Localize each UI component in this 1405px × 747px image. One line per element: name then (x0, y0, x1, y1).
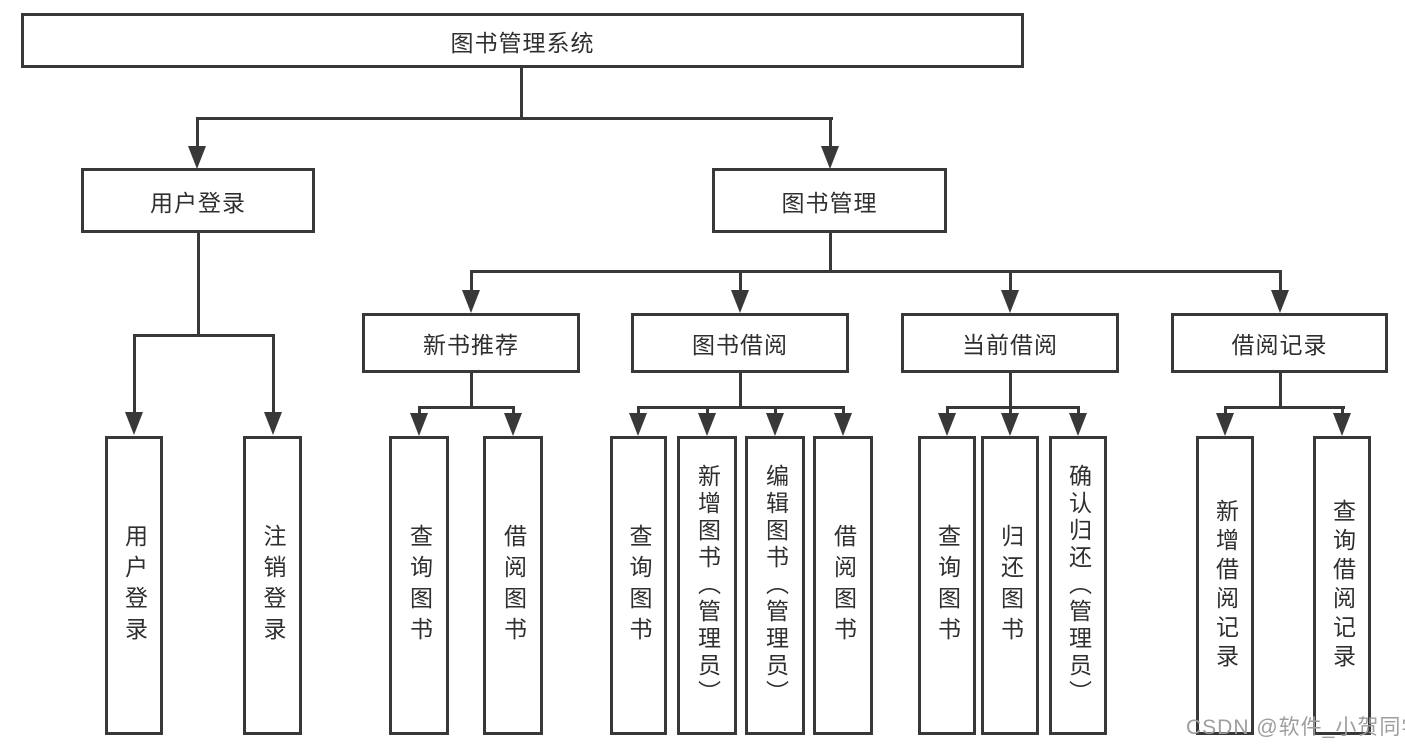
arrow-down-icon (462, 290, 480, 313)
connector-root-stem (520, 68, 523, 120)
connector-book-mgmt-stem (829, 231, 832, 273)
arrow-down-icon (1216, 413, 1234, 436)
connector-nbr-stem (470, 371, 473, 409)
leaf-cb-return-book: 归还图书 (981, 436, 1039, 735)
connector-bb-bar (637, 406, 845, 409)
leaf-br-query-record: 查询借阅记录 (1313, 436, 1371, 735)
arrow-down-icon (766, 413, 784, 436)
node-book-borrow: 图书借阅 (631, 313, 849, 373)
connector-nbr-bar (418, 406, 515, 409)
arrow-down-icon (504, 413, 522, 436)
connector-drop-user-login (196, 117, 199, 149)
leaf-bb-edit-book-admin: 编辑图书（管理员） (745, 436, 805, 735)
connector-level3-bar (470, 270, 1282, 273)
connector-drop-nbr-query (418, 406, 421, 416)
node-user-login: 用户登录 (81, 168, 315, 233)
connector-drop-bb-query (637, 406, 640, 416)
leaf-nbr-query-book: 查询图书 (389, 436, 449, 735)
connector-user-login-stem (197, 231, 200, 336)
node-borrow-record: 借阅记录 (1171, 313, 1388, 373)
connector-drop-bb-add (706, 406, 709, 416)
arrow-down-icon (1333, 413, 1351, 436)
connector-drop-current-borrow (1009, 270, 1012, 292)
arrow-down-icon (834, 413, 852, 436)
connector-drop-nbr-borrow (512, 406, 515, 416)
connector-br-bar (1224, 406, 1345, 409)
connector-drop-cb-query (946, 406, 949, 416)
leaf-cb-query-book: 查询图书 (918, 436, 976, 735)
arrow-down-icon (938, 413, 956, 436)
arrow-down-icon (188, 146, 206, 169)
connector-drop-br-query (1341, 406, 1344, 416)
node-new-book-recommend: 新书推荐 (362, 313, 580, 373)
connector-drop-br-add (1224, 406, 1227, 416)
connector-cb-stem (1009, 371, 1012, 409)
leaf-user-login: 用户登录 (105, 436, 163, 735)
connector-drop-leaf-user-login (133, 334, 136, 414)
leaf-bb-add-book-admin: 新增图书（管理员） (677, 436, 737, 735)
arrow-down-icon (1001, 413, 1019, 436)
arrow-down-icon (731, 290, 749, 313)
arrow-down-icon (821, 146, 839, 169)
csdn-watermark: CSDN @软件_小贺同学 (1186, 716, 1405, 739)
arrow-down-icon (1069, 413, 1087, 436)
node-root: 图书管理系统 (21, 13, 1024, 68)
leaf-bb-query-book: 查询图书 (610, 436, 667, 735)
leaf-nbr-borrow-book: 借阅图书 (483, 436, 543, 735)
leaf-logout: 注销登录 (243, 436, 302, 735)
leaf-cb-confirm-return-admin: 确认归还（管理员） (1049, 436, 1107, 735)
node-current-borrow: 当前借阅 (901, 313, 1119, 373)
connector-user-login-bar (133, 334, 275, 337)
leaf-bb-borrow-book: 借阅图书 (813, 436, 873, 735)
connector-drop-cb-return (1009, 406, 1012, 416)
arrow-down-icon (1271, 290, 1289, 313)
connector-drop-book-mgmt (829, 117, 832, 149)
connector-drop-new-book-rec (470, 270, 473, 292)
arrow-down-icon (698, 413, 716, 436)
connector-drop-borrow-record (1279, 270, 1282, 292)
connector-bb-stem (739, 371, 742, 409)
node-book-management: 图书管理 (712, 168, 947, 233)
connector-cb-bar (946, 406, 1080, 409)
connector-drop-book-borrow (739, 270, 742, 292)
arrow-down-icon (410, 413, 428, 436)
connector-root-bar (196, 117, 833, 120)
leaf-br-add-record: 新增借阅记录 (1196, 436, 1254, 735)
connector-drop-leaf-logout (272, 334, 275, 414)
connector-br-stem (1279, 371, 1282, 409)
arrow-down-icon (629, 413, 647, 436)
arrow-down-icon (1001, 290, 1019, 313)
arrow-down-icon (125, 412, 143, 435)
connector-drop-cb-confirm (1077, 406, 1080, 416)
connector-drop-bb-borrow (842, 406, 845, 416)
connector-drop-bb-edit (774, 406, 777, 416)
arrow-down-icon (264, 412, 282, 435)
